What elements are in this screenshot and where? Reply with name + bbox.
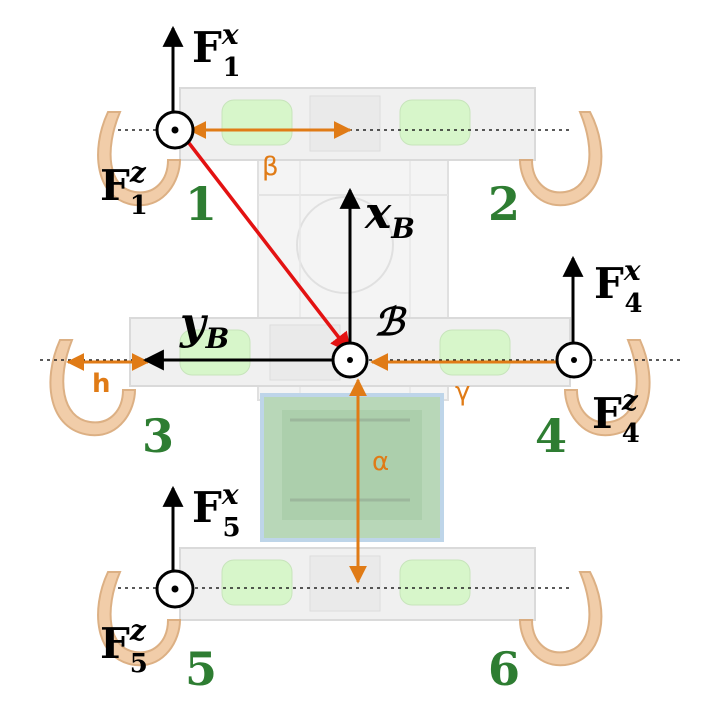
h-label: h bbox=[92, 369, 111, 399]
leg-number-2: 2 bbox=[488, 177, 520, 231]
dimension-arrows bbox=[66, 121, 582, 584]
body-origin-circle-icon bbox=[331, 341, 369, 379]
leg-number-1: 1 bbox=[185, 177, 217, 231]
legs bbox=[49, 111, 651, 667]
xb-label: xB bbox=[364, 188, 415, 245]
red-position-vector bbox=[180, 132, 352, 354]
alpha-label: α bbox=[372, 447, 389, 477]
dot-in-circle-icon bbox=[155, 569, 195, 609]
leg-number-3: 3 bbox=[142, 409, 174, 463]
yb-label: yB bbox=[179, 298, 229, 355]
leg-5-shape bbox=[97, 571, 182, 667]
leg-number-6: 6 bbox=[488, 642, 520, 696]
leg-4-shape bbox=[563, 339, 651, 437]
gamma-label: γ bbox=[455, 377, 470, 407]
force-arrows bbox=[142, 25, 584, 572]
beta-label: β bbox=[262, 152, 279, 182]
leg-2-shape bbox=[518, 111, 603, 207]
leg-1-shape bbox=[97, 111, 182, 207]
leg-3-shape bbox=[49, 339, 137, 437]
body-frame-label: ℬ bbox=[374, 299, 407, 344]
leg-6-shape bbox=[518, 571, 603, 667]
dot-in-circle-icon bbox=[555, 341, 593, 379]
leg-number-5: 5 bbox=[185, 642, 217, 696]
dot-in-circle-icon bbox=[155, 110, 195, 150]
leg-number-4: 4 bbox=[535, 409, 567, 463]
